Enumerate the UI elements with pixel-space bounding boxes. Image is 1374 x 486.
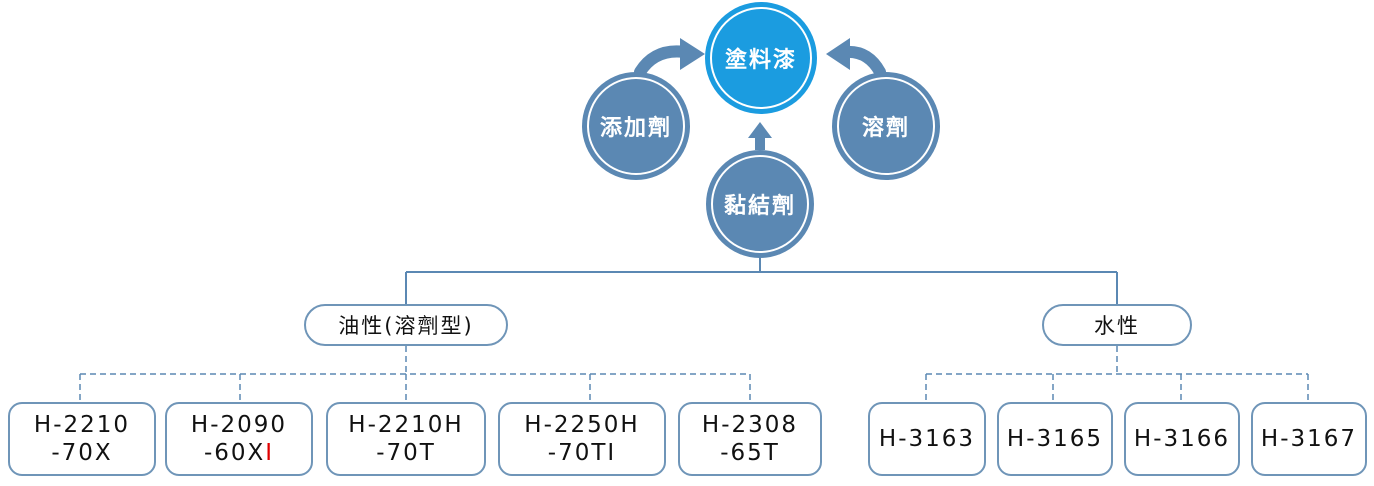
node-coating: 塗料漆 xyxy=(705,2,817,114)
arrow-solvent-to-coating xyxy=(839,45,886,78)
product-box: H-3167 xyxy=(1251,402,1367,476)
arrow-binder-head xyxy=(748,122,772,138)
category-oil-based: 油性(溶劑型) xyxy=(304,304,508,346)
arrow-solvent-head xyxy=(826,38,850,70)
product-box: H-2308 -65T xyxy=(678,402,822,476)
product-code: H-3165 xyxy=(1006,426,1104,452)
product-suffix-highlight: I xyxy=(265,440,275,466)
node-solvent-label: 溶劑 xyxy=(861,116,910,141)
product-code: H-2210 xyxy=(33,412,131,438)
arrow-additive-to-coating xyxy=(634,45,691,78)
product-box: H-2090 -60XI xyxy=(165,402,313,476)
node-coating-label: 塗料漆 xyxy=(724,48,797,73)
node-additive: 添加劑 xyxy=(582,72,690,180)
product-code: H-2210H xyxy=(348,412,464,438)
product-box: H-3163 xyxy=(868,402,986,476)
node-binder: 黏結劑 xyxy=(706,150,814,258)
product-box: H-2250H -70TI xyxy=(498,402,666,476)
product-box: H-2210 -70X xyxy=(8,402,156,476)
product-suffix: -70T xyxy=(376,440,436,466)
category-water-based: 水性 xyxy=(1042,304,1192,346)
product-code: H-3167 xyxy=(1260,426,1358,452)
arrow-binder-shaft xyxy=(755,136,765,150)
product-box: H-3165 xyxy=(997,402,1113,476)
product-suffix: -70X xyxy=(51,440,113,466)
product-suffix: -65T xyxy=(720,440,780,466)
product-box: H-2210H -70T xyxy=(326,402,486,476)
product-code: H-2250H xyxy=(524,412,640,438)
product-box: H-3166 xyxy=(1124,402,1240,476)
category-oil-based-label: 油性(溶劑型) xyxy=(338,314,474,338)
node-binder-label: 黏結劑 xyxy=(723,194,796,219)
product-code: H-2090 xyxy=(190,412,288,438)
product-code: H-2308 xyxy=(701,412,799,438)
arrow-additive-head xyxy=(680,38,705,70)
product-code: H-3163 xyxy=(878,426,976,452)
category-water-based-label: 水性 xyxy=(1094,314,1140,338)
product-suffix: -60XI xyxy=(203,440,275,466)
node-solvent: 溶劑 xyxy=(832,72,940,180)
node-additive-label: 添加劑 xyxy=(599,116,672,141)
product-code: H-3166 xyxy=(1133,426,1231,452)
product-suffix: -70TI xyxy=(547,440,617,466)
